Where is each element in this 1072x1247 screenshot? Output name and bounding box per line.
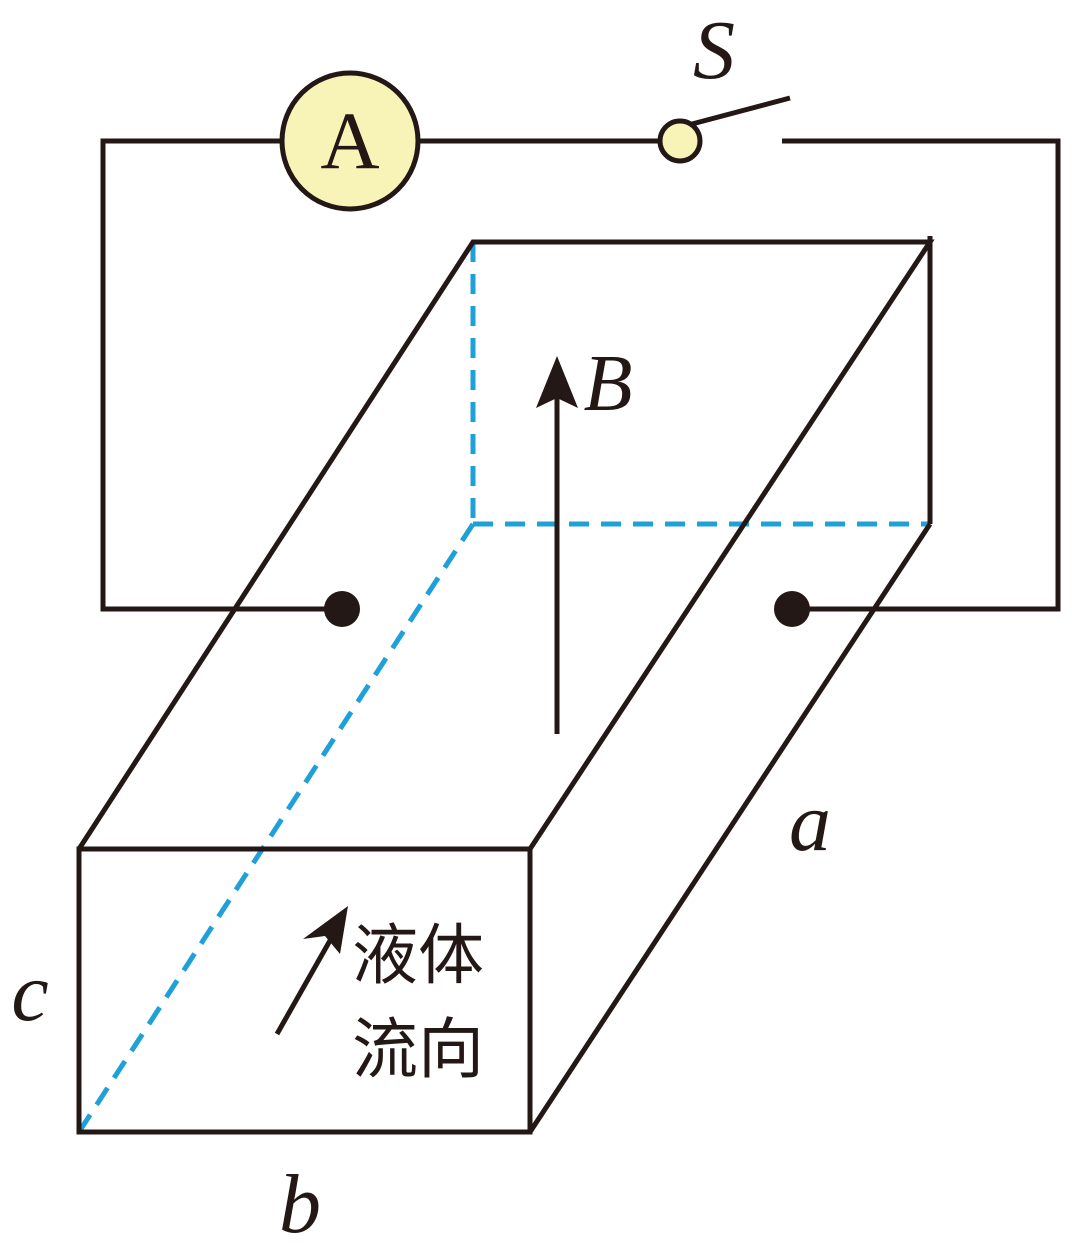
hidden-edge-diagonal — [76, 522, 476, 1134]
flow-direction: 液体 流向 — [274, 906, 484, 1088]
flow-label-line1: 液体 — [352, 917, 484, 994]
ammeter: A — [279, 70, 421, 212]
switch-blade — [691, 95, 791, 127]
switch-pivot — [657, 118, 703, 164]
right-bottom-edge — [527, 522, 933, 1134]
pipe-box — [76, 236, 935, 1135]
right-electrode-terminal — [774, 591, 810, 627]
magnetic-field-arrow: B — [536, 340, 632, 734]
right-wire — [782, 138, 1061, 612]
left-wire — [100, 138, 342, 612]
length-label: a — [789, 776, 831, 869]
width-label: b — [279, 1158, 321, 1247]
ammeter-body — [279, 70, 421, 212]
flow-arrow-shaft — [274, 935, 335, 1036]
ammeter-label: A — [320, 95, 379, 186]
circuit: A S — [100, 4, 1061, 627]
field-label: B — [584, 340, 633, 428]
field-arrow-head — [536, 356, 578, 408]
left-electrode-terminal — [324, 591, 360, 627]
front-face — [76, 846, 533, 1135]
height-label: c — [11, 946, 48, 1039]
switch-label: S — [693, 4, 735, 97]
flow-arrow-head — [303, 906, 348, 954]
top-face-outline — [76, 239, 935, 851]
flow-label-line2: 流向 — [352, 1011, 484, 1088]
